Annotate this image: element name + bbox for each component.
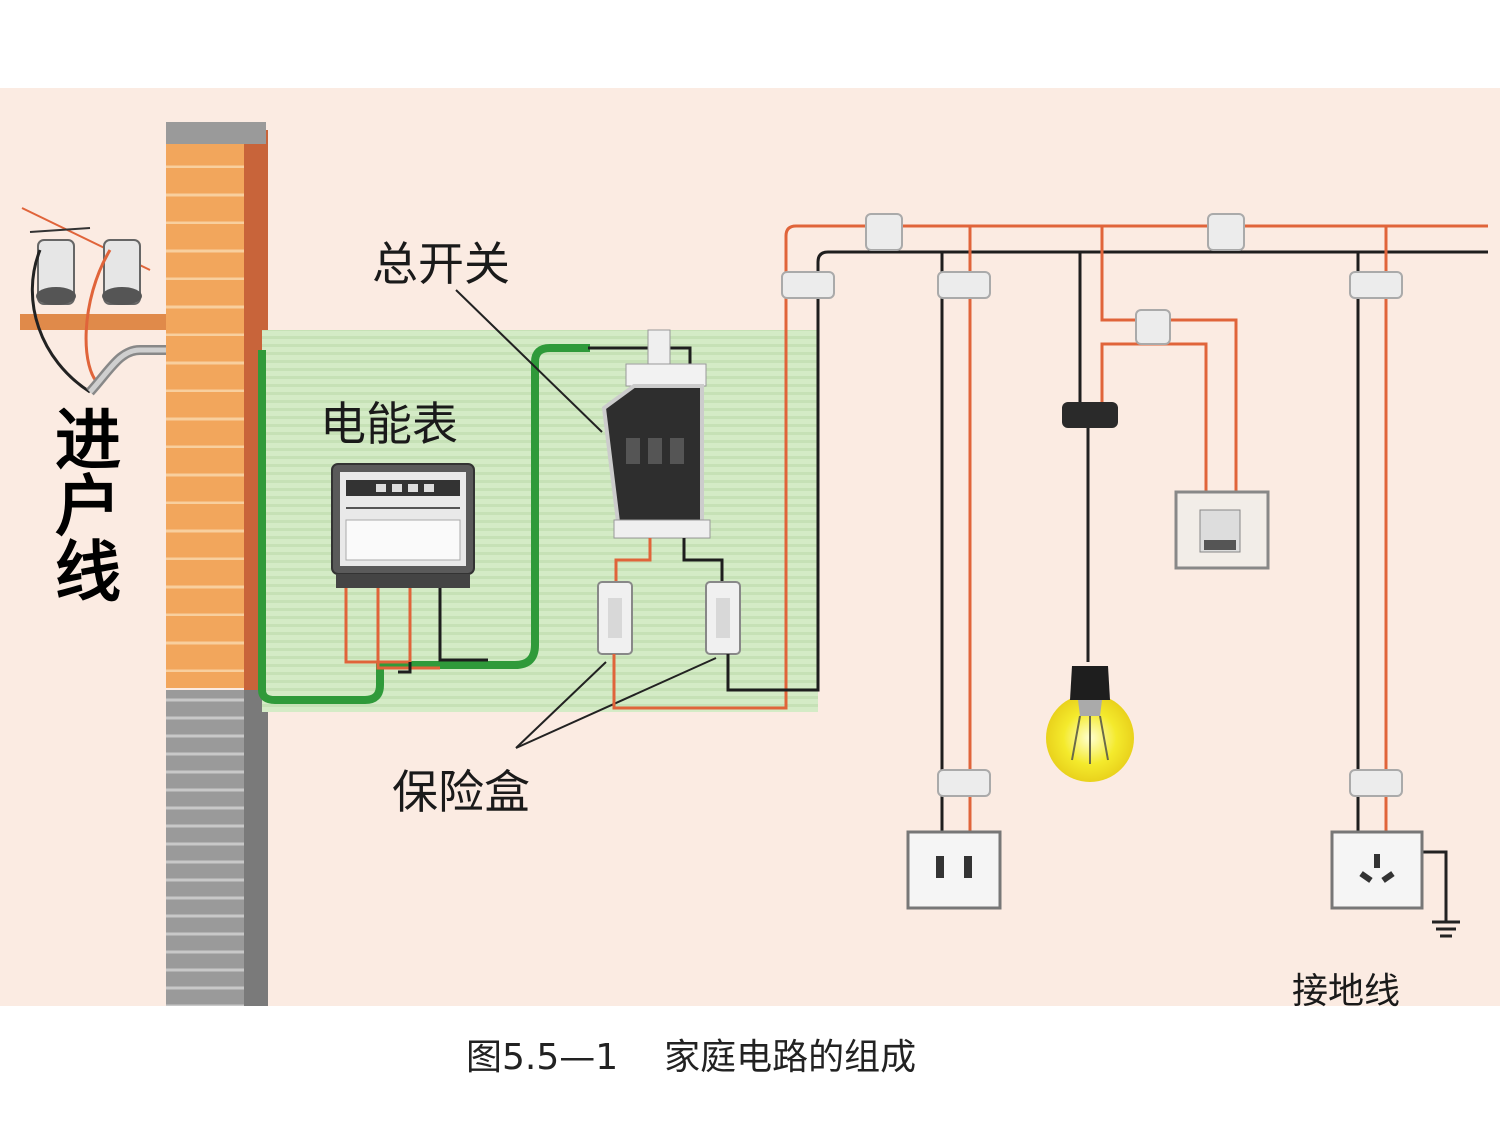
wire-clips <box>781 213 1403 797</box>
ground-symbol <box>1432 920 1460 938</box>
brick-wall <box>166 122 268 1006</box>
main-switch <box>588 329 711 539</box>
light-bulb <box>1046 666 1134 782</box>
switch-to-fuse-wires <box>614 538 724 586</box>
two-pin-socket-branch <box>940 226 972 836</box>
main-switch-pointer <box>455 289 603 433</box>
wall-light-switch <box>1174 490 1270 570</box>
figure-caption: 图5.5—1 家庭电路的组成 <box>466 1028 916 1080</box>
figure-title: 家庭电路的组成 <box>664 1037 917 1078</box>
fuse-box-right <box>705 581 741 655</box>
main-switch-label: 总开关 <box>372 237 510 291</box>
figure-number: 图5.5—1 <box>466 1037 619 1078</box>
three-pin-socket-branch <box>1356 226 1448 922</box>
ground-wire-label: 接地线 <box>1292 971 1401 1012</box>
entry-line-label: 进户线 <box>55 402 121 611</box>
fuse-box-left <box>597 581 633 655</box>
ceiling-rose <box>1062 402 1118 428</box>
distribution-feed-wires <box>612 224 1488 710</box>
fuse-pointer-right <box>515 657 717 749</box>
electric-meter-label: 电能表 <box>320 397 458 451</box>
fuse-pointer-left <box>515 661 607 749</box>
earth-wire <box>258 344 590 704</box>
fuse-box-label: 保险盒 <box>392 765 530 819</box>
electric-meter <box>331 463 475 588</box>
three-pin-socket <box>1330 830 1424 910</box>
meter-wires <box>344 588 488 674</box>
two-pin-socket <box>906 830 1002 910</box>
service-insulators <box>20 207 262 396</box>
